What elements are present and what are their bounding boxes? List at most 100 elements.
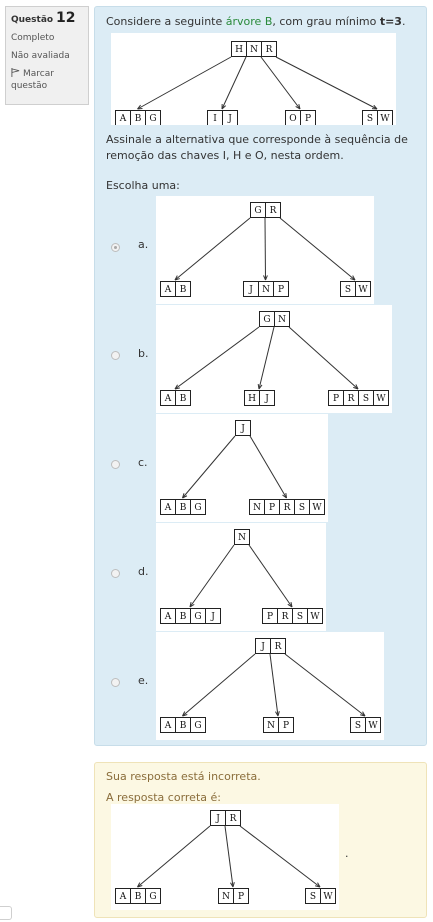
root-node-key: H — [235, 45, 243, 55]
child-node-key-cell — [355, 281, 371, 297]
child-node-key-cell — [373, 390, 389, 406]
child-node-key: P — [267, 612, 273, 622]
feedback-correct-label: A resposta correta é: — [106, 791, 221, 804]
child-node-key: B — [180, 721, 187, 731]
tree-edge — [264, 217, 266, 281]
child-node-key: G — [194, 721, 201, 731]
tree-edge-arrow — [295, 104, 301, 110]
child-node-key: B — [180, 612, 187, 622]
child-node-key-cell — [175, 281, 191, 297]
question-text-prefix: Considere a seguinte — [106, 15, 226, 28]
child-node-key: S — [355, 721, 361, 731]
child-node-key-cell — [377, 110, 393, 125]
flag-question-link[interactable]: Marcar questão — [11, 68, 83, 92]
question-text: Considere a seguinte árvore B, com grau … — [106, 14, 405, 30]
child-node-key: B — [180, 503, 187, 513]
tree-edge — [284, 653, 366, 717]
root-node-key-cell — [235, 420, 251, 436]
scroll-tab[interactable] — [0, 906, 12, 920]
tree-edge-arrow — [350, 275, 356, 281]
tree-edge — [288, 326, 359, 390]
root-node-key-cell — [274, 311, 290, 327]
option-c-letter[interactable]: c. — [138, 456, 148, 469]
child-node-key: B — [135, 114, 142, 124]
option-a-letter[interactable]: a. — [138, 238, 149, 251]
child-node-key: W — [376, 394, 386, 404]
child-node-key: A — [119, 114, 127, 124]
root-node-key: G — [254, 206, 261, 216]
child-node-key: A — [164, 721, 172, 731]
child-node-key-cell — [175, 390, 191, 406]
option-d-radio[interactable] — [111, 569, 120, 578]
child-node-key: A — [164, 503, 172, 513]
tree-edge-arrow — [315, 882, 321, 888]
root-node-key: J — [240, 424, 245, 434]
child-node-key-cell — [190, 499, 206, 515]
root-node-key: N — [250, 45, 258, 55]
prompt-line-2: remoção das chaves I, H e O, nesta ordem… — [106, 149, 344, 162]
question-label: Questão — [11, 15, 54, 25]
child-node-key-cell — [190, 717, 206, 733]
option-c-radio[interactable] — [111, 460, 120, 469]
child-node-key: P — [269, 503, 275, 513]
tree-edge — [279, 217, 356, 281]
child-node-key: A — [164, 285, 172, 295]
child-node-key: J — [227, 114, 232, 124]
child-node-key: A — [164, 612, 172, 622]
tree-edge-arrow — [182, 493, 188, 499]
prompt-line-1: Assinale a alternativa que corresponde à… — [106, 133, 408, 146]
child-node-key-cell — [222, 110, 238, 125]
child-node-key-cell — [259, 390, 275, 406]
feedback-incorrect: Sua resposta está incorreta. — [106, 770, 261, 783]
question-status: Completo — [11, 33, 55, 43]
root-node-key: R — [275, 642, 282, 652]
child-node-key: G — [194, 503, 201, 513]
root-node-key: R — [230, 814, 237, 824]
feedback-trailing-dot: . — [345, 847, 349, 860]
root-node-key: N — [278, 315, 286, 325]
option-e-letter[interactable]: e. — [138, 674, 149, 687]
min-degree-value: t=3 — [379, 15, 402, 28]
child-node-key: P — [305, 114, 311, 124]
tree-edge — [248, 544, 293, 608]
root-node-key-cell — [261, 41, 277, 57]
child-node-key: N — [253, 503, 261, 513]
option-d-letter[interactable]: d. — [138, 565, 149, 578]
option-e-radio[interactable] — [111, 678, 120, 687]
tree-edge — [249, 435, 287, 499]
child-node-key: P — [278, 285, 284, 295]
child-node-key-cell — [273, 281, 289, 297]
child-node-key-cell — [307, 608, 323, 624]
option-b-letter[interactable]: b. — [138, 347, 149, 360]
child-node-key: S — [299, 503, 305, 513]
option-b-radio[interactable] — [111, 351, 120, 360]
tree-edge-arrow — [137, 882, 143, 888]
tree-edge — [182, 653, 256, 717]
child-node-key-cell — [278, 717, 294, 733]
root-node-key: R — [270, 206, 277, 216]
question-grade: Não avaliada — [11, 51, 70, 61]
child-node-key: G — [149, 114, 156, 124]
option-a-radio[interactable] — [111, 243, 120, 252]
tree-edge — [137, 56, 232, 110]
child-node-key: S — [345, 285, 351, 295]
